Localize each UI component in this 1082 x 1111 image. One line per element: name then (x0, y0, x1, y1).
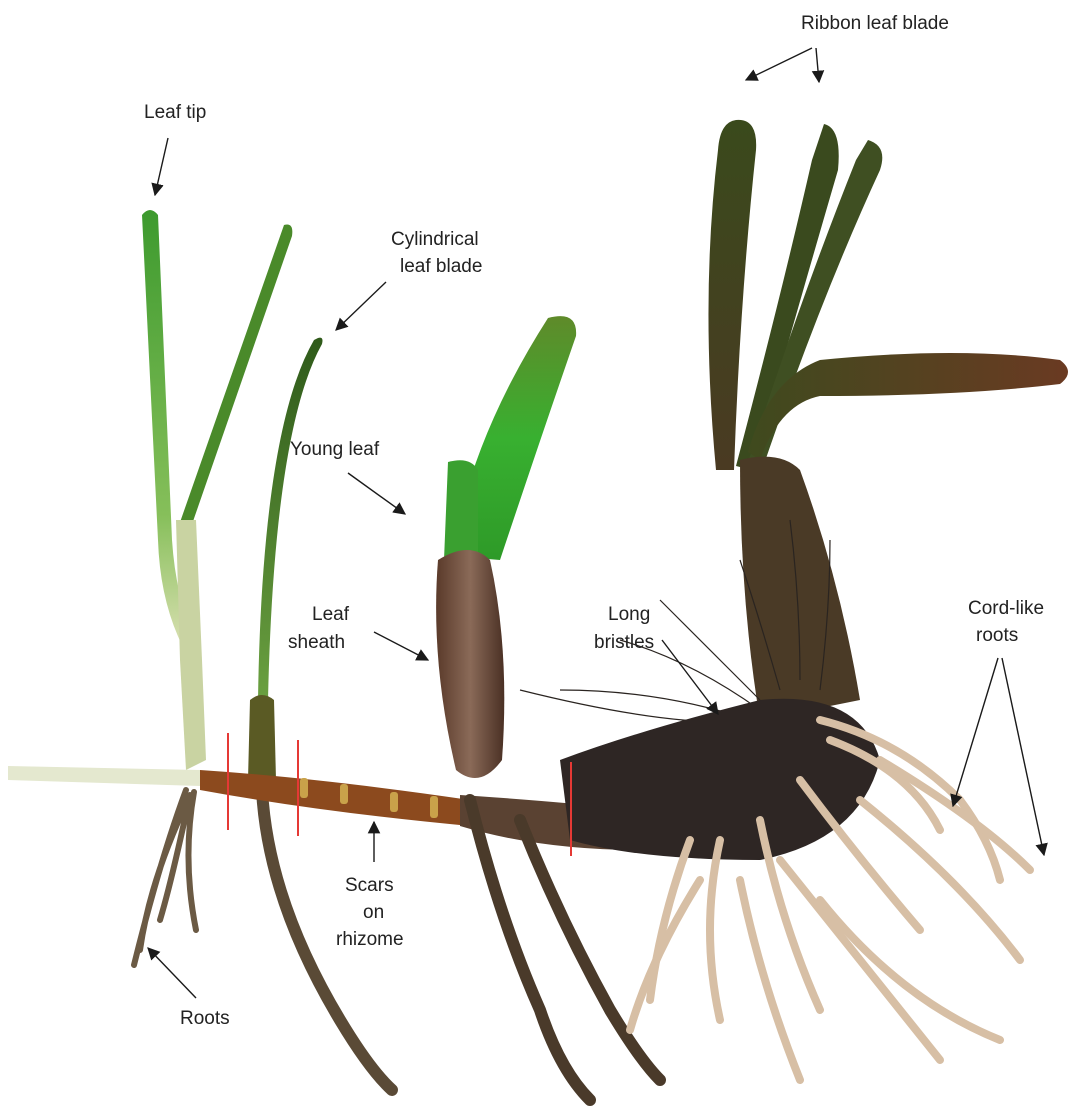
arrow-ribbon-left (746, 48, 812, 80)
annotation-arrows (148, 48, 1044, 998)
plant-3 (436, 316, 660, 1100)
label-leaf-tip: Leaf tip (144, 102, 206, 123)
label-scars-line-3: rhizome (336, 929, 404, 950)
leaf-base-2 (248, 695, 276, 780)
label-long-bristles-line-1: Long (608, 604, 650, 625)
leaf-sheath (436, 550, 504, 778)
label-cord-like-line-1: Cord-like (968, 598, 1044, 619)
label-young-leaf: Young leaf (290, 439, 380, 460)
arrow-young-leaf (348, 473, 405, 514)
young-leaf-inner (444, 460, 478, 560)
rhizome-pale-segment (8, 766, 200, 786)
label-cylindrical-line-2: leaf blade (400, 256, 482, 277)
rhizome (8, 766, 640, 850)
leaf-base-1 (176, 520, 206, 770)
label-cylindrical-line-1: Cylindrical (391, 229, 479, 250)
sheath-base-4 (740, 457, 860, 720)
label-cord-like-line-2: roots (976, 625, 1018, 646)
label-ribbon-leaf-blade: Ribbon leaf blade (801, 13, 949, 34)
label-long-bristles-line-2: bristles (594, 632, 654, 653)
label-scars-line-1: Scars (345, 875, 394, 896)
arrow-cord-2 (1002, 658, 1044, 855)
label-scars-line-2: on (363, 902, 384, 923)
arrow-long-bristles (662, 640, 718, 714)
arrow-roots (148, 948, 196, 998)
arrow-cylindrical (336, 282, 386, 330)
roots-plant-1 (134, 790, 196, 965)
arrow-cord-1 (953, 658, 998, 806)
label-leaf-sheath-line-2: sheath (288, 632, 345, 653)
arrow-ribbon-right (816, 48, 819, 82)
label-leaf-sheath-line-1: Leaf (312, 604, 350, 625)
rhizome-brown-segment (200, 770, 470, 826)
arrow-leaf-tip (155, 138, 168, 195)
arrow-leaf-sheath (374, 632, 428, 660)
label-roots: Roots (180, 1008, 230, 1029)
